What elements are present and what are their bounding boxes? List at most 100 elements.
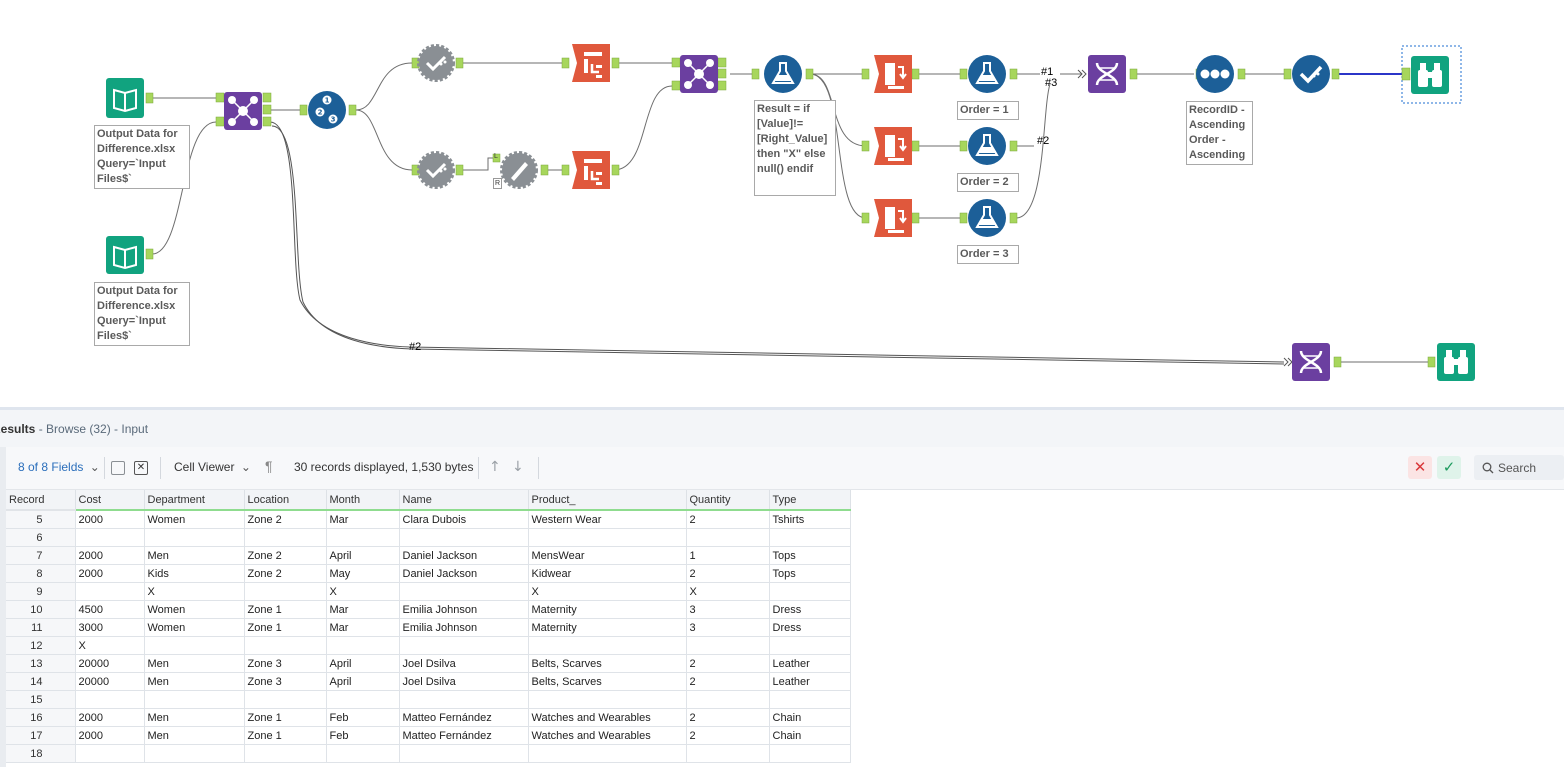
table-cell[interactable]: 3000 bbox=[75, 618, 145, 637]
column-header-department[interactable]: Department bbox=[144, 490, 245, 511]
record-number-cell[interactable]: 6 bbox=[6, 528, 76, 547]
record-number-cell[interactable]: 11 bbox=[6, 618, 76, 637]
browse-tool-2[interactable] bbox=[1437, 343, 1475, 381]
paragraph-icon[interactable]: ¶ bbox=[265, 458, 273, 474]
record-number-cell[interactable]: 14 bbox=[6, 672, 76, 691]
table-cell[interactable] bbox=[769, 528, 851, 547]
table-cell[interactable]: Men bbox=[144, 654, 245, 673]
fields-dropdown[interactable]: 8 of 8 Fields ⌄ bbox=[18, 460, 100, 474]
filter-tool-2[interactable] bbox=[968, 127, 1006, 165]
table-cell[interactable] bbox=[326, 744, 400, 763]
filter-tool-1[interactable] bbox=[968, 55, 1006, 93]
table-cell[interactable]: Feb bbox=[326, 726, 400, 745]
record-number-cell[interactable]: 13 bbox=[6, 654, 76, 673]
table-cell[interactable]: 4500 bbox=[75, 600, 145, 619]
record-number-cell[interactable]: 12 bbox=[6, 636, 76, 655]
table-cell[interactable]: Tops bbox=[769, 546, 851, 565]
table-cell[interactable]: Chain bbox=[769, 708, 851, 727]
select-tool-blue[interactable] bbox=[1292, 55, 1330, 93]
table-cell[interactable]: Men bbox=[144, 672, 245, 691]
edit-check-icon[interactable] bbox=[111, 461, 125, 475]
transpose-tool-top[interactable] bbox=[572, 44, 610, 82]
sample-tool[interactable]: 1 2 3 bbox=[308, 91, 346, 129]
column-header-cost[interactable]: Cost bbox=[75, 490, 145, 511]
table-cell[interactable] bbox=[528, 744, 687, 763]
join-tool-1[interactable] bbox=[224, 92, 262, 130]
filter-tool-3[interactable] bbox=[968, 199, 1006, 237]
table-cell[interactable]: Men bbox=[144, 546, 245, 565]
crosstab-tool-2[interactable] bbox=[874, 127, 912, 165]
table-cell[interactable] bbox=[399, 582, 529, 601]
table-cell[interactable]: Tshirts bbox=[769, 510, 851, 529]
column-header-name[interactable]: Name bbox=[399, 490, 529, 511]
table-cell[interactable]: 2000 bbox=[75, 708, 145, 727]
union-tool-2[interactable] bbox=[1292, 343, 1330, 381]
table-cell[interactable]: May bbox=[326, 564, 400, 583]
table-cell[interactable]: 20000 bbox=[75, 672, 145, 691]
record-number-cell[interactable]: 18 bbox=[6, 744, 76, 763]
table-row[interactable]: 6 bbox=[6, 528, 851, 547]
table-cell[interactable]: Daniel Jackson bbox=[399, 546, 529, 565]
table-cell[interactable]: Watches and Wearables bbox=[528, 708, 687, 727]
table-cell[interactable]: Zone 3 bbox=[244, 654, 327, 673]
table-cell[interactable]: Zone 2 bbox=[244, 546, 327, 565]
record-number-cell[interactable]: 10 bbox=[6, 600, 76, 619]
table-cell[interactable]: Women bbox=[144, 600, 245, 619]
formula-tool[interactable] bbox=[764, 55, 802, 93]
column-header-record[interactable]: Record bbox=[6, 490, 76, 511]
table-cell[interactable] bbox=[686, 636, 770, 655]
table-cell[interactable]: 2000 bbox=[75, 510, 145, 529]
table-cell[interactable] bbox=[326, 690, 400, 709]
table-cell[interactable]: X bbox=[326, 582, 400, 601]
table-cell[interactable] bbox=[144, 636, 245, 655]
table-cell[interactable]: 2000 bbox=[75, 546, 145, 565]
table-cell[interactable] bbox=[769, 744, 851, 763]
table-cell[interactable]: Men bbox=[144, 708, 245, 727]
table-cell[interactable]: Joel Dsilva bbox=[399, 654, 529, 673]
table-cell[interactable] bbox=[399, 528, 529, 547]
table-cell[interactable]: 2 bbox=[686, 510, 770, 529]
table-cell[interactable]: Maternity bbox=[528, 600, 687, 619]
crosstab-tool-3[interactable] bbox=[874, 199, 912, 237]
record-number-cell[interactable]: 17 bbox=[6, 726, 76, 745]
sort-tool[interactable] bbox=[1196, 55, 1234, 93]
table-cell[interactable] bbox=[399, 690, 529, 709]
pane-divider[interactable] bbox=[0, 407, 1564, 410]
table-cell[interactable]: Western Wear bbox=[528, 510, 687, 529]
table-cell[interactable] bbox=[686, 528, 770, 547]
dynamic-rename-tool[interactable] bbox=[500, 151, 538, 189]
table-cell[interactable]: Emilia Johnson bbox=[399, 618, 529, 637]
input-data-tool-1[interactable] bbox=[106, 78, 144, 118]
table-cell[interactable] bbox=[399, 636, 529, 655]
record-number-cell[interactable]: 5 bbox=[6, 510, 76, 529]
union-tool-1[interactable] bbox=[1088, 55, 1126, 93]
table-cell[interactable]: 3 bbox=[686, 600, 770, 619]
table-cell[interactable]: Zone 2 bbox=[244, 510, 327, 529]
table-cell[interactable]: Mar bbox=[326, 618, 400, 637]
table-cell[interactable] bbox=[769, 636, 851, 655]
column-header-quantity[interactable]: Quantity bbox=[686, 490, 770, 511]
table-cell[interactable]: Zone 1 bbox=[244, 618, 327, 637]
table-cell[interactable]: 2 bbox=[686, 672, 770, 691]
table-cell[interactable]: Chain bbox=[769, 726, 851, 745]
select-tool-top[interactable] bbox=[417, 44, 455, 82]
table-cell[interactable]: Maternity bbox=[528, 618, 687, 637]
table-cell[interactable]: 2 bbox=[686, 726, 770, 745]
table-cell[interactable]: Kids bbox=[144, 564, 245, 583]
column-header-product[interactable]: Product_ bbox=[528, 490, 687, 511]
table-cell[interactable]: Zone 1 bbox=[244, 708, 327, 727]
table-cell[interactable] bbox=[326, 636, 400, 655]
clear-x-icon[interactable]: ✕ bbox=[134, 461, 148, 475]
table-cell[interactable]: X bbox=[528, 582, 687, 601]
table-cell[interactable]: 2000 bbox=[75, 726, 145, 745]
results-grid[interactable]: Record Cost Department Location Month Na… bbox=[6, 490, 851, 763]
table-cell[interactable]: Mar bbox=[326, 510, 400, 529]
table-cell[interactable]: 2 bbox=[686, 708, 770, 727]
table-cell[interactable]: Watches and Wearables bbox=[528, 726, 687, 745]
